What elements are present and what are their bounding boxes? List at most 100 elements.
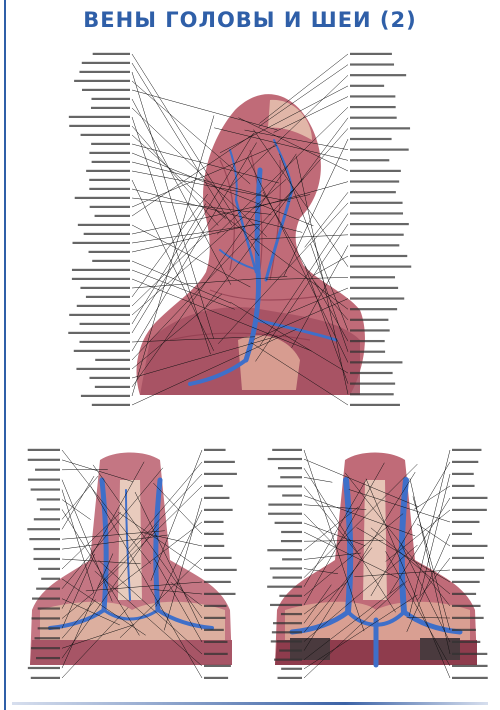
label-leader-line: [131, 152, 314, 227]
label-text-placeholder: [350, 265, 412, 268]
label-text-placeholder: [452, 484, 475, 487]
label-text-placeholder: [92, 259, 130, 262]
label-leader-line: [304, 192, 349, 248]
label-leader-line: [303, 458, 419, 508]
label-text-placeholder: [271, 631, 302, 634]
label-text-placeholder: [89, 151, 130, 154]
label-text-placeholder: [350, 339, 385, 343]
label-leader-line: [303, 495, 416, 537]
label-leader-line: [310, 243, 349, 352]
label-text-placeholder: [350, 148, 409, 151]
label-text-placeholder: [204, 652, 228, 655]
label-leader-line: [348, 489, 451, 523]
label-text-placeholder: [204, 628, 224, 631]
label-text-placeholder: [277, 676, 302, 679]
label-text-placeholder: [452, 544, 488, 547]
label-text-placeholder: [267, 549, 302, 552]
label-text-placeholder: [350, 105, 396, 109]
label-text-placeholder: [204, 532, 224, 535]
label-leader-line: [61, 578, 146, 636]
label-leader-line: [131, 197, 272, 215]
label-leader-line: [117, 511, 203, 571]
deep-neck-plate: [267, 448, 488, 679]
label-leader-line: [409, 478, 451, 655]
label-leader-line: [131, 142, 257, 352]
label-text-placeholder: [268, 503, 302, 506]
label-leader-line: [131, 134, 226, 220]
label-leader-line: [61, 553, 95, 629]
label-leader-line: [303, 544, 418, 642]
label-text-placeholder: [89, 205, 130, 208]
label-leader-line: [150, 589, 203, 595]
label-text-placeholder: [204, 556, 232, 559]
label-text-placeholder: [204, 616, 226, 619]
label-leader-line: [97, 473, 203, 587]
label-text-placeholder: [79, 322, 130, 325]
label-text-placeholder: [76, 304, 130, 307]
label-leader-line: [90, 486, 203, 679]
label-leader-line: [258, 64, 349, 127]
label-text-placeholder: [350, 137, 392, 141]
label-leader-line: [61, 512, 121, 570]
label-text-placeholder: [350, 393, 394, 396]
label-leader-line: [255, 224, 349, 362]
label-leader-line: [205, 117, 349, 307]
label-leader-line: [61, 534, 168, 550]
label-leader-line: [416, 523, 451, 547]
label-leader-line: [131, 107, 267, 237]
label-leader-line: [61, 499, 91, 520]
label-text-placeholder: [452, 508, 487, 511]
label-leader-line: [61, 530, 165, 540]
label-leader-line: [230, 302, 349, 374]
label-text-placeholder: [452, 496, 488, 499]
label-text-placeholder: [88, 250, 130, 253]
anterior-neck-plate: [27, 448, 237, 679]
label-text-placeholder: [204, 544, 225, 547]
label-leader-line: [273, 96, 349, 133]
label-leader-line: [61, 479, 113, 602]
label-leader-line: [303, 547, 373, 633]
label-leader-line: [389, 497, 451, 594]
label-leader-line: [230, 75, 349, 188]
br-label-texts: [267, 448, 488, 679]
label-leader-line: [416, 557, 451, 601]
label-text-placeholder: [39, 508, 60, 511]
label-leader-line: [218, 202, 349, 344]
label-text-placeholder: [27, 666, 60, 670]
label-text-placeholder: [33, 518, 60, 521]
label-leader-line: [303, 506, 359, 551]
label-leader-line: [131, 115, 215, 397]
label-text-placeholder: [204, 640, 228, 643]
label-leader-line: [253, 298, 349, 340]
label-leader-line: [303, 462, 385, 606]
label-text-placeholder: [452, 592, 477, 595]
label-leader-line: [250, 234, 349, 240]
label-text-placeholder: [94, 214, 130, 217]
label-leader-line: [131, 71, 214, 339]
anterior-vein-network: [48, 477, 214, 630]
label-text-placeholder: [91, 142, 130, 145]
label-text-placeholder: [91, 160, 130, 163]
label-text-placeholder: [272, 576, 302, 579]
label-leader-line: [131, 335, 278, 379]
label-leader-line: [144, 532, 203, 547]
label-leader-line: [296, 156, 349, 395]
label-text-placeholder: [29, 538, 60, 541]
label-leader-line: [154, 558, 203, 643]
label-leader-line: [216, 107, 349, 235]
label-text-placeholder: [204, 580, 231, 583]
thorax-base: [30, 640, 232, 665]
label-text-placeholder: [350, 95, 396, 98]
label-text-placeholder: [27, 478, 60, 481]
label-text-placeholder: [69, 313, 130, 316]
label-text-placeholder: [350, 191, 396, 194]
label-leader-line: [303, 463, 418, 578]
label-text-placeholder: [452, 628, 476, 631]
label-leader-line: [131, 329, 297, 406]
label-text-placeholder: [280, 540, 302, 543]
label-text-placeholder: [81, 61, 130, 64]
label-leader-line: [131, 133, 255, 217]
label-text-placeholder: [267, 485, 302, 488]
label-text-placeholder: [204, 520, 224, 523]
label-leader-line: [385, 551, 451, 667]
